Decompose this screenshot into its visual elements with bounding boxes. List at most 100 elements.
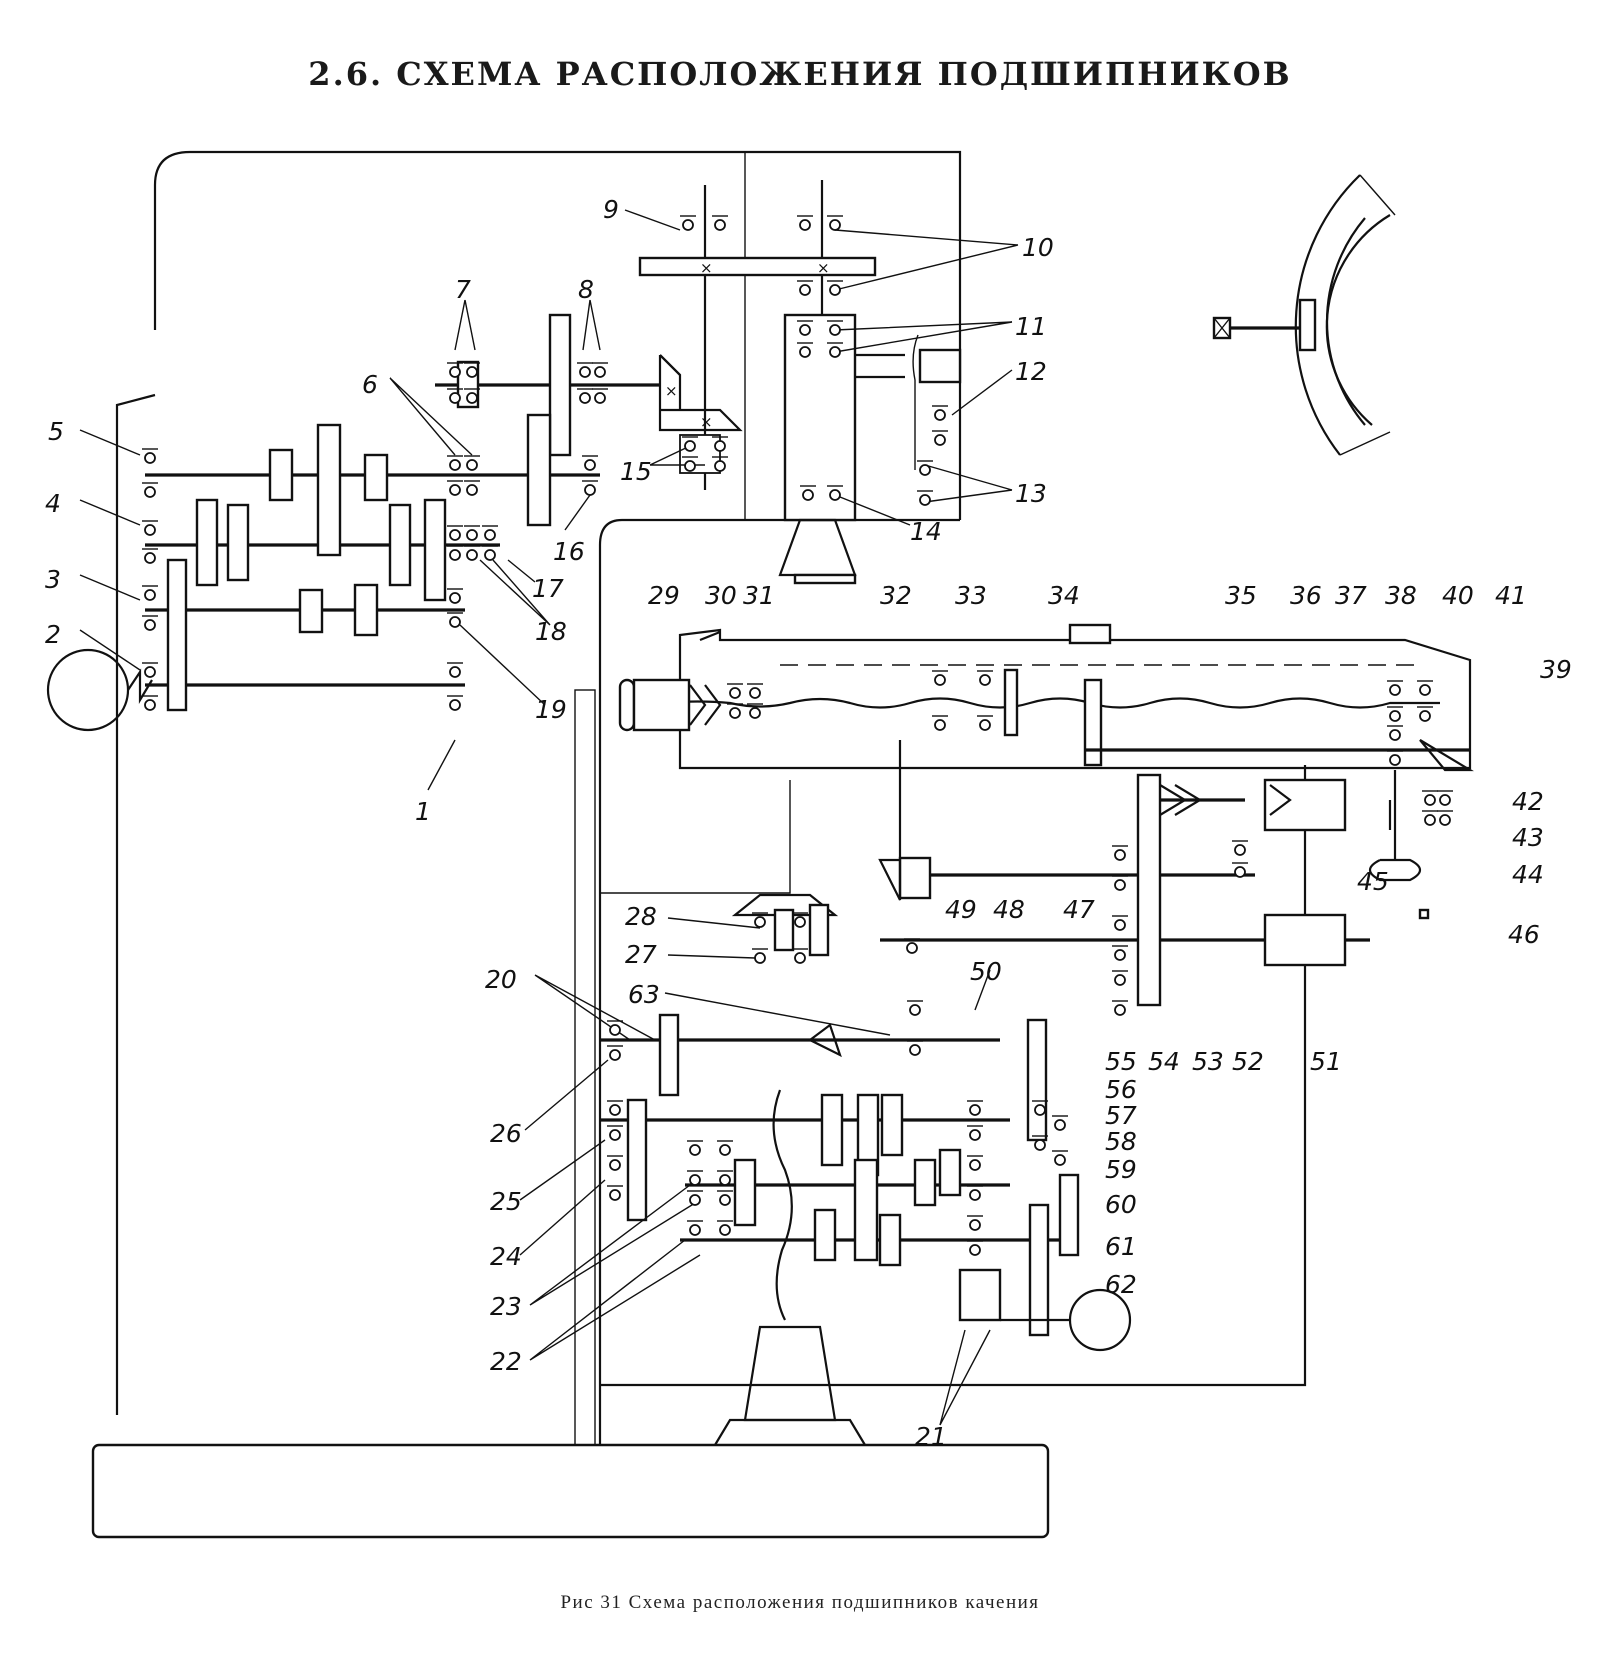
callout-55: 55 [1105, 1047, 1137, 1076]
bearing-icon [979, 674, 991, 686]
callout-23: 23 [490, 1292, 522, 1321]
bearing-icon [1034, 1139, 1046, 1151]
callout-52: 52 [1232, 1047, 1264, 1076]
callout-53: 53 [1192, 1047, 1224, 1076]
bearing-icon [969, 1104, 981, 1116]
callout-39: 39 [1540, 655, 1572, 684]
bearing-icon [934, 434, 946, 446]
callout-57: 57 [1105, 1101, 1137, 1130]
callout-44: 44 [1512, 860, 1544, 889]
bearing-icon [1439, 814, 1451, 826]
bearing-icon [794, 952, 806, 964]
bearing-icon [609, 1049, 621, 1061]
bearing-icon [799, 324, 811, 336]
bearing-icon [1114, 949, 1126, 961]
bearing-icon [449, 666, 461, 678]
bearing-icon [1389, 754, 1401, 766]
callout-7: 7 [455, 275, 471, 304]
bearing-icon [802, 489, 814, 501]
bearing-icon [719, 1224, 731, 1236]
callout-27: 27 [625, 940, 657, 969]
bearing-icon [682, 219, 694, 231]
bearing-icon [714, 219, 726, 231]
bearing-icon [934, 674, 946, 686]
bearing-icon [829, 324, 841, 336]
callout-43: 43 [1512, 823, 1544, 852]
bearing-icon [689, 1194, 701, 1206]
bearing-icon [1424, 814, 1436, 826]
bearing-icon [719, 1174, 731, 1186]
bearing-icon [484, 549, 496, 561]
callout-25: 25 [490, 1187, 522, 1216]
callout-3: 3 [45, 565, 61, 594]
bearing-icon [919, 494, 931, 506]
callout-20: 20 [485, 965, 517, 994]
callout-11: 11 [1015, 312, 1047, 341]
bearing-icon [714, 460, 726, 472]
bearing-symbols [142, 215, 1453, 1256]
swivel-arc [1212, 174, 1396, 456]
callout-1: 1 [415, 797, 431, 826]
callout-54: 54 [1148, 1047, 1180, 1076]
bearing-icon [144, 552, 156, 564]
bearing-icon [579, 392, 591, 404]
bearing-icon [919, 464, 931, 476]
svg-text:×: × [817, 259, 830, 277]
callout-4: 4 [45, 489, 61, 518]
bearing-icon [684, 440, 696, 452]
bearing-icon [719, 1144, 731, 1156]
bearing-icon [906, 942, 918, 954]
bearing-icon [484, 529, 496, 541]
bearing-icon [1419, 710, 1431, 722]
callout-36: 36 [1290, 581, 1322, 610]
bearing-icon [1034, 1104, 1046, 1116]
bearing-icon [449, 616, 461, 628]
callout-42: 42 [1512, 787, 1544, 816]
callout-28: 28 [625, 902, 657, 931]
bearing-icon [799, 219, 811, 231]
callout-2: 2 [45, 620, 61, 649]
bearing-icon [449, 366, 461, 378]
bearing-icon [754, 916, 766, 928]
bearing-icon [466, 459, 478, 471]
bearing-icon [829, 284, 841, 296]
callout-21: 21 [915, 1422, 947, 1451]
callout-56: 56 [1105, 1075, 1137, 1104]
callout-12: 12 [1015, 357, 1047, 386]
bearing-icon [466, 529, 478, 541]
machine-frame [91, 150, 1307, 1539]
callout-9: 9 [603, 195, 619, 224]
bearing-icon [719, 1194, 731, 1206]
bearing-icon [449, 549, 461, 561]
bearing-icon [969, 1159, 981, 1171]
callout-40: 40 [1442, 581, 1474, 610]
bearing-icon [449, 484, 461, 496]
bearing-icon [1054, 1119, 1066, 1131]
bearing-icon [609, 1104, 621, 1116]
knee-gearbox [878, 740, 1430, 1142]
callout-10: 10 [1022, 233, 1054, 262]
callout-31: 31 [743, 581, 775, 610]
section-heading: 2.6. СХЕМА РАСПОЛОЖЕНИЯ ПОДШИПНИКОВ [308, 55, 1292, 93]
bearing-icon [794, 916, 806, 928]
feed-motor-symbol [1068, 1288, 1132, 1352]
callout-16: 16 [553, 537, 585, 566]
callout-35: 35 [1225, 581, 1257, 610]
callout-62: 62 [1105, 1270, 1137, 1299]
callout-59: 59 [1105, 1155, 1137, 1184]
callout-60: 60 [1105, 1190, 1137, 1219]
bearing-icon [449, 392, 461, 404]
bearing-icon [466, 549, 478, 561]
bearing-icon [144, 524, 156, 536]
bearing-icon [449, 459, 461, 471]
bearing-icon [1389, 684, 1401, 696]
bearing-icon [934, 409, 946, 421]
bearing-icon [1114, 919, 1126, 931]
bearing-icon [144, 619, 156, 631]
callout-34: 34 [1048, 581, 1080, 610]
bearing-icon [466, 484, 478, 496]
bearing-icon [449, 699, 461, 711]
figure-caption: Рис 31 Схема расположения подшипников ка… [560, 1592, 1040, 1613]
callout-13: 13 [1015, 479, 1047, 508]
